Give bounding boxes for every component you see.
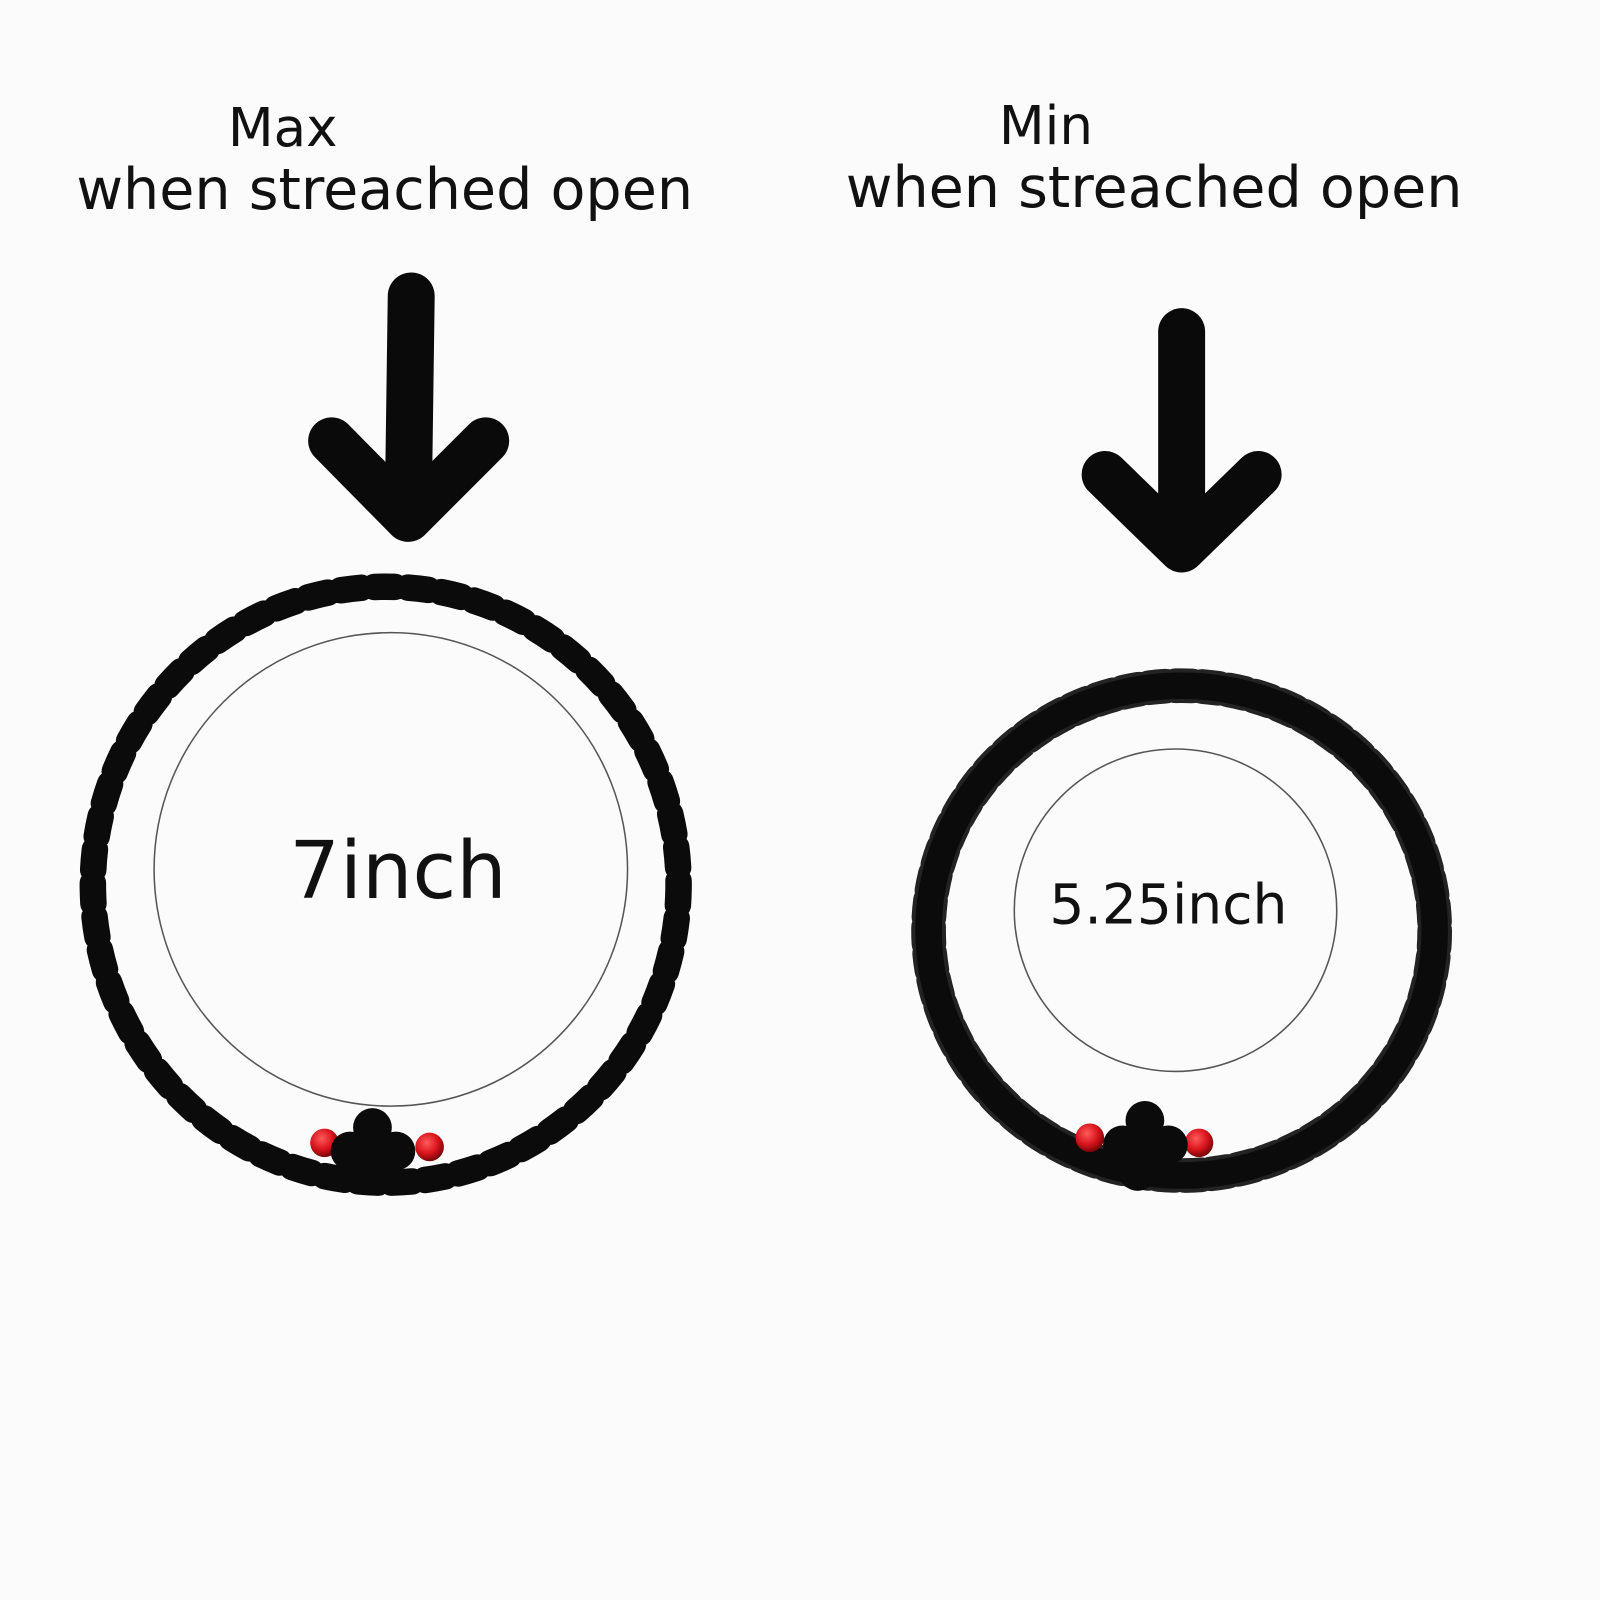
max-size-label: 7inch [289, 824, 506, 917]
knotted-cross-icon [1103, 1101, 1188, 1191]
measure-circle [153, 631, 629, 1107]
max-title: Max [228, 97, 338, 159]
max-subtitle: when streached open [76, 157, 693, 223]
min-subtitle: when streached open [846, 155, 1463, 221]
arrow-down-icon-left [308, 272, 510, 542]
red-bead [415, 1132, 444, 1162]
red-bead [1075, 1123, 1105, 1153]
knotted-cross-icon [330, 1108, 416, 1195]
min-size-label: 5.25inch [1049, 872, 1287, 936]
bracelet-large: 7inch [79, 573, 692, 1196]
min-title: Min [999, 95, 1093, 157]
measure-circle [1013, 748, 1338, 1073]
arrow-down-icon-right [1081, 308, 1282, 573]
bracelet-small: 5.25inch [911, 668, 1453, 1193]
red-bead [1184, 1128, 1214, 1158]
